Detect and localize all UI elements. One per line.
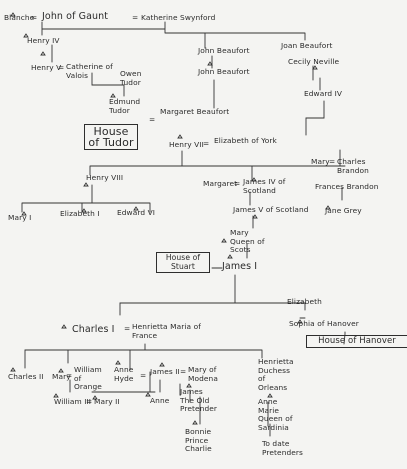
margaret-beaufort: Margaret Beaufort [160,107,230,116]
henrietta-duchess-of-orleans: Henrietta Duchess of Orleans [258,357,294,392]
mary-stuart: Mary [52,372,71,381]
margaret-tudor: Margaret [203,179,238,188]
james-v-of-scotland: James V of Scotland [233,205,309,214]
mary-i: Mary I [8,213,32,222]
house-of-hanover-box: House of Hanover [306,335,407,348]
catherine-of-valois: Catherine of Valois [66,62,113,80]
owen-tudor: Owen Tudor [120,69,142,87]
john-beaufort-2: John Beaufort [198,67,250,76]
anne-marie-queen-of-sardinia: Anne Marie Queen of Sardinia [258,397,293,432]
jane-grey: Jane Grey [325,206,362,215]
john-beaufort-1: John Beaufort [198,46,250,55]
katherine-swynford: Katherine Swynford [141,13,216,22]
marriage-sign: = [140,371,147,380]
henry-viii: Henry VIII [86,173,124,182]
charles-i: Charles I [72,324,115,335]
henry-iv: Henry IV [27,36,60,45]
marriage-sign: = [149,115,156,124]
to-date-pretenders: To date Pretenders [262,439,304,457]
marriage-sign: = [180,367,187,376]
marriage-sign: = [329,157,336,166]
charles-ii: Charles II [8,372,44,381]
anne-stuart: Anne [150,396,170,405]
henrietta-maria-of-france: Henrietta Maria of France [132,322,201,340]
marriage-sign: = [203,139,210,148]
henry-v: Henry V [31,63,62,72]
henry-vii: Henry VII [169,140,204,149]
house-of-stuart-box: House of Stuart [156,252,210,273]
blanche: Blanche [4,13,35,22]
william-iii: William III [54,397,92,406]
mary-of-modena: Mary of Modena [188,365,218,383]
james-ii: James II [150,367,180,376]
john-of-gaunt: John of Gaunt [42,11,109,22]
elizabeth-i: Elizabeth I [60,209,100,218]
cecily-neville: Cecily Neville [288,57,340,66]
edmund-tudor: Edmund Tudor [109,97,141,115]
anne-hyde: Anne Hyde [114,365,134,383]
marriage-sign: = [31,13,38,22]
marriage-sign: = [86,397,93,406]
marriage-sign: = [132,13,139,22]
mary-queen-of-scots: Mary Queen of Scots [230,228,265,254]
mary-ii: Mary II [94,397,120,406]
charles-brandon: Charles Brandon [337,157,369,175]
marriage-sign: = [66,371,73,380]
marriage-sign: = [234,179,241,188]
sophia-of-hanover: Sophia of Hanover [289,319,359,328]
house-of-tudor-box: House of Tudor [84,124,138,150]
frances-brandon: Frances Brandon [315,182,379,191]
joan-beaufort: Joan Beaufort [281,41,333,50]
elizabeth-of-york: Elizabeth of York [214,136,277,145]
william-of-orange: William of Orange [74,365,102,391]
bonnie-prince-charlie: Bonnie Prince Charlie [185,427,212,453]
james-i: James I [222,261,258,272]
james-the-old-pretender: James The Old Pretender [180,387,218,413]
mary-tudor: Mary [311,157,330,166]
james-iv-of-scotland: James IV of Scotland [243,177,286,195]
marriage-sign: = [124,324,131,333]
edward-iv: Edward IV [304,89,343,98]
marriage-sign: = [58,63,65,72]
elizabeth-stuart: Elizabeth [287,297,322,306]
edward-vi: Edward VI [117,208,156,217]
